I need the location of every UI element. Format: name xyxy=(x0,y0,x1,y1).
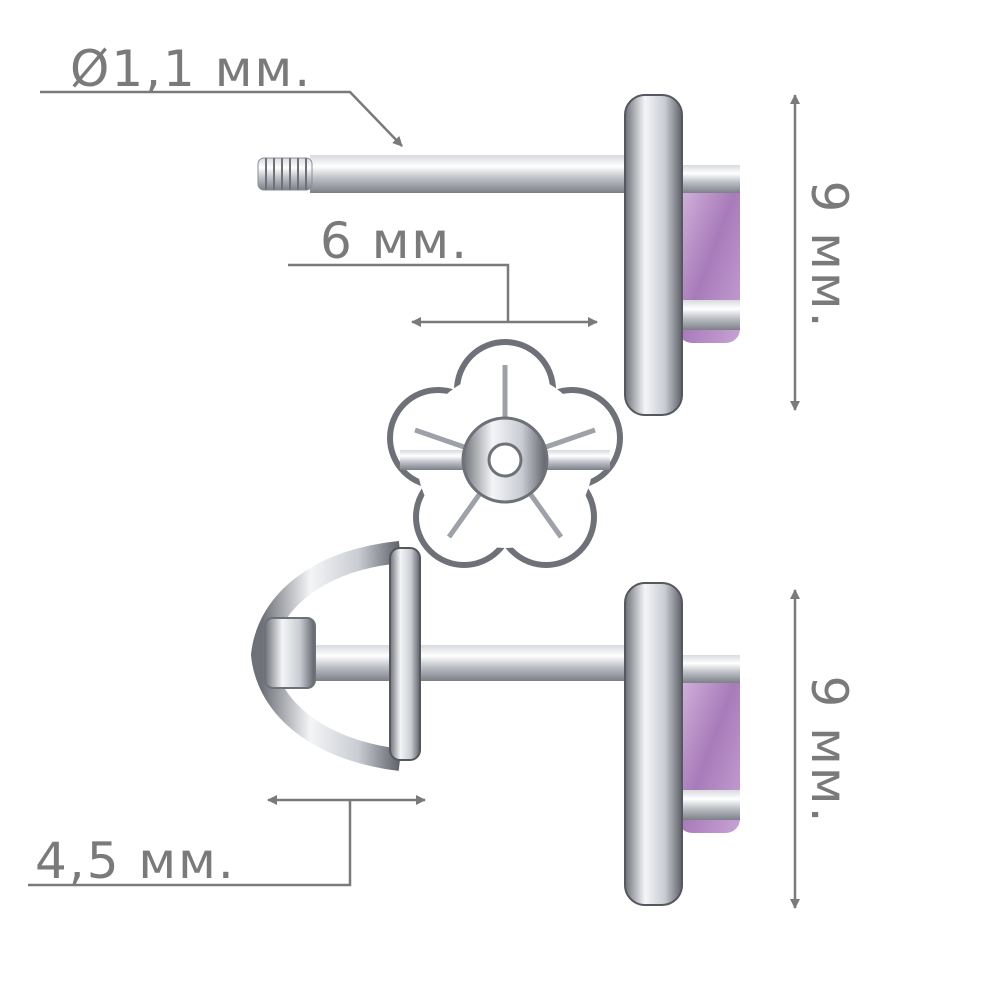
screw-backing xyxy=(250,541,421,771)
pin-diameter-label: Ø1,1 мм. xyxy=(70,40,312,98)
prong xyxy=(672,165,740,193)
dimension-pin-length: 6 мм. xyxy=(288,212,598,327)
frame-side xyxy=(624,94,683,416)
dimension-height-bottom: 9 мм. xyxy=(790,589,858,909)
dimension-pin-diameter: Ø1,1 мм. xyxy=(40,40,403,147)
frame-side xyxy=(624,582,683,906)
prong xyxy=(672,655,740,683)
pin-length-label: 6 мм. xyxy=(320,212,469,270)
dimension-height-top: 9 мм. xyxy=(790,94,858,411)
prong xyxy=(672,300,740,330)
bottom-earring xyxy=(250,541,740,906)
height-bottom-label: 9 мм. xyxy=(800,675,858,824)
thread-tip xyxy=(257,157,313,191)
post-pin xyxy=(300,645,630,681)
height-top-label: 9 мм. xyxy=(800,180,858,329)
prong xyxy=(672,790,740,820)
top-earring xyxy=(257,94,740,416)
backing-depth-label: 4,5 мм. xyxy=(35,832,236,890)
dimension-backing-depth: 4,5 мм. xyxy=(28,795,426,890)
post-pin xyxy=(310,155,630,193)
flower-backing xyxy=(387,339,623,568)
